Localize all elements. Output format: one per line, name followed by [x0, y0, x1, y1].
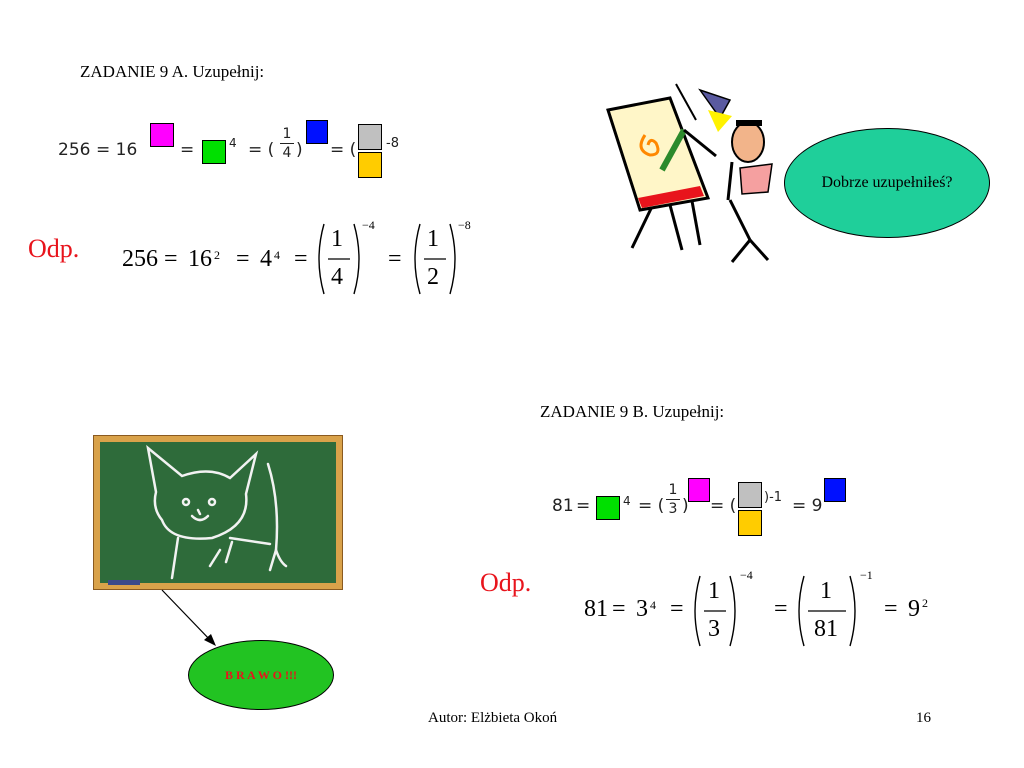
ans-a-eq3: = [294, 246, 308, 272]
ans-b-t2-den: 3 [708, 616, 720, 642]
paren-b2 [798, 575, 856, 647]
ans-b-eq2: = [670, 596, 684, 622]
ans-b-t2-num: 1 [708, 578, 720, 604]
puzzle-b-eq3: = ( [710, 496, 737, 516]
ans-a-t4-den: 2 [427, 264, 439, 290]
puzzle-b-exp4: 4 [623, 494, 631, 508]
ans-b-t1-base: 3 [636, 596, 648, 622]
puzzle-a-exp4: 4 [229, 136, 237, 150]
speech-bubble-text: Dobrze uzupełniłeś? [821, 174, 953, 191]
ans-b-lhs: 81 [584, 596, 608, 622]
puzzle-a-frac-den: 4 [282, 145, 292, 161]
yellow-box[interactable] [358, 152, 382, 178]
fraction-bar [280, 143, 294, 144]
ans-a-t4-exp: −8 [458, 218, 471, 232]
blue-box-b[interactable] [824, 478, 846, 502]
ans-b-t1-exp: 4 [650, 598, 656, 612]
puzzle-b-close1: ) [682, 496, 689, 516]
ans-a-t2-exp: 4 [274, 248, 280, 262]
ans-a-eq4: = [388, 246, 402, 272]
page-number: 16 [916, 710, 931, 726]
task-a-puzzle: 256 = 16 = 4 = ( 1 4 ) = ( -8 [58, 118, 428, 182]
green-box[interactable] [202, 140, 226, 164]
puzzle-a-eq2: = [180, 140, 195, 160]
paren-b1 [694, 575, 736, 647]
answer-b-label: Odp. [480, 568, 532, 597]
ans-b-t3-exp: −1 [860, 568, 873, 582]
task-b-title: ZADANIE 9 B. Uzupełnij: [540, 402, 725, 421]
puzzle-a-eq4: = ( [330, 140, 357, 160]
chalk-eraser [108, 580, 140, 585]
brawo-bubble: B R A W O !!! [188, 640, 334, 710]
puzzle-a-fraction: 1 4 [280, 126, 294, 161]
puzzle-b-eq2: = ( [638, 496, 665, 516]
puzzle-b-eq1: = [576, 496, 591, 516]
ans-a-eq1: = [164, 246, 178, 272]
puzzle-b-exp-neg1: )-1 [764, 490, 783, 505]
puzzle-a-close1: ) [296, 140, 303, 160]
ans-a-t3-den: 4 [331, 264, 343, 290]
answer-b-equation: 81 = 3 4 = 1 3 −4 = 1 81 −1 = 9 2 [584, 568, 944, 652]
puzzle-a-frac-num: 1 [282, 126, 292, 142]
ans-a-t2-base: 4 [260, 246, 272, 272]
magenta-box[interactable] [150, 123, 174, 147]
puzzle-a-base: 256 [58, 140, 91, 160]
artist-clipart [606, 83, 773, 263]
answer-a-label: Odp. [28, 234, 80, 263]
chalkboard [93, 435, 343, 590]
task-b-puzzle: 81 = 4 = ( 1 3 ) = ( )-1 = 9 [552, 476, 852, 542]
speech-bubble: Dobrze uzupełniłeś? [784, 128, 990, 238]
chalkboard-surface [100, 442, 336, 583]
magenta-box-b[interactable] [688, 478, 710, 502]
ans-b-eq1: = [612, 596, 626, 622]
gray-box-b[interactable] [738, 482, 762, 508]
ans-b-eq3: = [774, 596, 788, 622]
ans-a-t1-exp: 2 [214, 248, 220, 262]
cat-drawing [146, 444, 288, 580]
ans-b-eq4: = [884, 596, 898, 622]
green-box-b[interactable] [596, 496, 620, 520]
blue-box[interactable] [306, 120, 328, 144]
left-paren-a2 [414, 223, 456, 295]
gray-box[interactable] [358, 124, 382, 150]
puzzle-b-frac-num: 1 [668, 482, 678, 498]
answer-a-equation: 256 = 16 2 = 4 4 = 1 4 −4 = 1 2 −8 [122, 218, 482, 298]
yellow-box-b[interactable] [738, 510, 762, 536]
arrow-to-brawo [161, 589, 216, 646]
left-paren-a1 [318, 223, 360, 295]
ans-a-t3-num: 1 [331, 226, 343, 252]
puzzle-a-exp-neg8: -8 [386, 136, 399, 151]
footer-author: Autor: Elżbieta Okoń [428, 710, 558, 726]
ans-a-eq2: = [236, 246, 250, 272]
puzzle-b-fraction: 1 3 [666, 482, 680, 517]
brawo-text: B R A W O !!! [225, 667, 297, 682]
puzzle-b-eq4: = 9 [792, 496, 823, 516]
ans-a-t4-num: 1 [427, 226, 439, 252]
task-a-title: ZADANIE 9 A. Uzupełnij: [80, 62, 265, 81]
ans-a-t3-exp: −4 [362, 218, 375, 232]
ans-b-t3-num: 1 [820, 578, 832, 604]
ans-a-lhs: 256 [122, 246, 158, 272]
puzzle-a-eq1: = 16 [96, 140, 138, 160]
puzzle-b-frac-den: 3 [668, 501, 678, 517]
ans-b-t3-den: 81 [814, 616, 838, 642]
ans-b-t2-exp: −4 [740, 568, 753, 582]
fraction-bar [666, 499, 680, 500]
puzzle-b-base: 81 [552, 496, 574, 516]
puzzle-a-eq3: = ( [248, 140, 275, 160]
ans-a-t1-base: 16 [188, 246, 212, 272]
ans-b-t4-base: 9 [908, 596, 920, 622]
ans-b-t4-exp: 2 [922, 596, 928, 610]
